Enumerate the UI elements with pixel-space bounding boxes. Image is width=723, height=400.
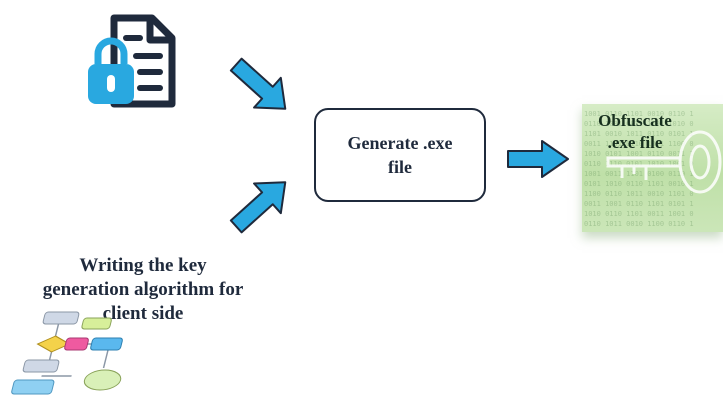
- svg-text:1010 0101 1001 0110 0011 1: 1010 0101 1001 0110 0011 1: [584, 150, 694, 158]
- locked-document-icon: [88, 14, 176, 108]
- algorithm-label: Writing the key generation algorithm for…: [18, 254, 268, 326]
- obfuscate-panel: 1001 0110 1101 0010 0110 1 0110 1001 001…: [582, 104, 723, 232]
- obfuscate-label-line2: .exe file: [607, 133, 663, 152]
- generate-exe-box: Generate .exe file: [314, 108, 486, 202]
- svg-text:1001 0110 1101 0010 0110 1: 1001 0110 1101 0010 0110 1: [584, 110, 694, 118]
- svg-text:0110 1001 0011 1101 1010 0: 0110 1001 0011 1101 1010 0: [584, 120, 694, 128]
- obfuscate-label-line1: Obfuscate: [598, 111, 672, 130]
- svg-text:0011 1101 0110 1001 1100 0: 0011 1101 0110 1001 1100 0: [584, 140, 694, 148]
- algorithm-label-line3: client side: [102, 303, 184, 324]
- algorithm-label-line1: Writing the key: [79, 255, 207, 276]
- svg-text:1100 0110 1011 0010 1101 0: 1100 0110 1011 0010 1101 0: [584, 190, 694, 198]
- key-icon: 1001 0110 1101 0010 0110 1 0110 1001 001…: [584, 110, 722, 228]
- obfuscate-label: Obfuscate .exe file: [582, 110, 688, 154]
- svg-text:1010 0110 1101 0011 1001 0: 1010 0110 1101 0011 1001 0: [584, 210, 694, 218]
- generate-exe-label-line1: Generate .exe: [347, 133, 453, 153]
- svg-text:1001 0011 1101 0100 0110 1: 1001 0011 1101 0100 0110 1: [584, 170, 694, 178]
- arrow-to-obfuscate: [507, 140, 569, 178]
- svg-text:1101 0010 1011 0110 0101 1: 1101 0010 1011 0110 0101 1: [584, 130, 694, 138]
- svg-text:0101 1010 0110 1101 0010 1: 0101 1010 0110 1101 0010 1: [584, 180, 694, 188]
- flowchart-icon: [11, 311, 123, 395]
- generate-exe-label-line2: file: [388, 157, 412, 177]
- svg-text:0011 1001 0110 1101 0101 1: 0011 1001 0110 1101 0101 1: [584, 200, 694, 208]
- svg-text:0110 1011 0010 1100 0110 1: 0110 1011 0010 1100 0110 1: [584, 220, 694, 228]
- svg-text:0110 1110 0101 1010 1001 0: 0110 1110 0101 1010 1001 0: [584, 160, 694, 168]
- algorithm-label-line2: generation algorithm for: [42, 279, 244, 300]
- generate-exe-label: Generate .exe file: [325, 131, 475, 179]
